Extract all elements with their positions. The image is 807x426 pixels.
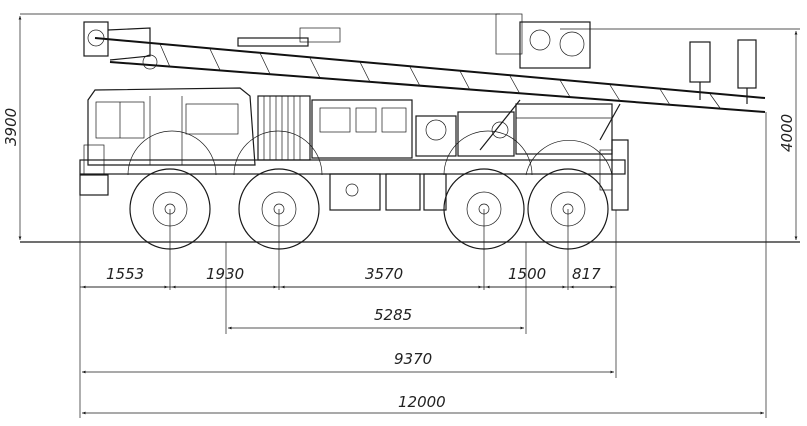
tank (515, 103, 613, 155)
overall-height-label: 3900 (2, 108, 20, 146)
boom-lattice (159, 43, 721, 109)
top-drive (495, 13, 591, 69)
rear-mast-head-2 (737, 39, 757, 89)
engine-module (311, 99, 413, 159)
truck-body (79, 87, 629, 211)
storage-box-2 (385, 173, 421, 211)
fender-4 (525, 139, 613, 176)
rear-mast-head-1 (689, 41, 711, 83)
axle-1-2-label: 1930 (206, 265, 244, 283)
front-bumper (79, 174, 109, 196)
pump-unit (415, 115, 457, 157)
cab-window-side (185, 103, 239, 135)
boom-lower-chord (109, 61, 766, 113)
derrick-boom (83, 13, 766, 151)
hydraulic-cylinder (237, 37, 309, 47)
radiator-grille-lines (263, 96, 301, 160)
axle-2-3-label: 3570 (365, 265, 403, 283)
storage-box-1 (329, 173, 381, 211)
chassis-frame (79, 159, 626, 175)
rear-outrigger (611, 139, 629, 211)
wheels (129, 168, 609, 250)
boom-upper-chord (94, 37, 766, 99)
chassis-length-label: 9370 (394, 350, 432, 368)
fender-3 (443, 130, 533, 176)
bogie-span-label: 5285 (374, 306, 412, 324)
fender-2 (233, 130, 323, 176)
storage-box-3 (423, 173, 447, 211)
cab (87, 87, 256, 166)
boom-height-label: 4000 (778, 114, 796, 152)
radiator-block (257, 95, 311, 161)
front-overhang-label: 1553 (106, 265, 144, 283)
crown-block (83, 21, 109, 57)
boom-support-strut (479, 99, 521, 151)
gearbox-unit (457, 111, 515, 157)
rear-overhang-label: 817 (572, 265, 601, 283)
total-length-label: 12000 (398, 393, 446, 411)
axle-3-4-label: 1500 (508, 265, 546, 283)
extension-lines (79, 112, 767, 418)
fender-1 (127, 130, 217, 176)
